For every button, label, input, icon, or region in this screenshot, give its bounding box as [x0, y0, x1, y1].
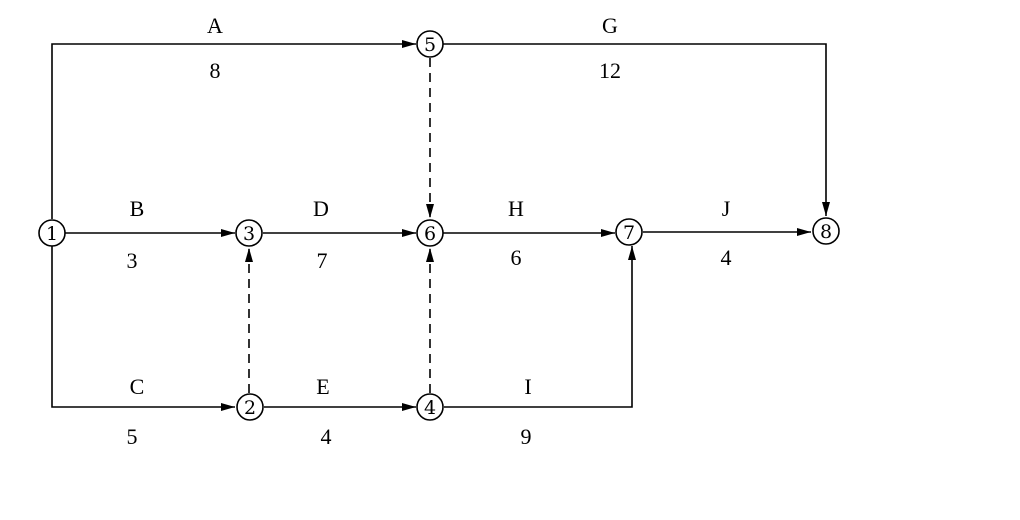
activity-D-duration: 7	[317, 248, 328, 273]
node-2-label: 2	[244, 397, 256, 419]
node-8: 8	[812, 217, 840, 245]
activity-A-name: A	[207, 13, 223, 38]
node-7-label: 7	[623, 222, 635, 244]
activity-A-duration: 8	[210, 58, 221, 83]
node-1-label: 1	[46, 223, 58, 245]
activity-E-name: E	[316, 374, 329, 399]
activity-B-name: B	[130, 196, 145, 221]
arrow-I	[444, 246, 636, 408]
node-3: 3	[235, 219, 263, 247]
node-4-label: 4	[424, 397, 436, 419]
activity-I-duration: 9	[521, 424, 532, 449]
activity-D-name: D	[313, 196, 329, 221]
activity-H-duration: 6	[511, 245, 522, 270]
activity-E-duration: 4	[321, 424, 332, 449]
activity-J-duration: 4	[721, 245, 732, 270]
node-4: 4	[416, 393, 444, 421]
arrow-C	[51, 246, 235, 411]
node-5: 5	[416, 30, 444, 58]
activity-H-name: H	[508, 196, 524, 221]
node-1: 1	[38, 219, 66, 247]
activity-J-name: J	[722, 196, 731, 221]
node-7: 7	[615, 218, 643, 246]
node-6: 6	[416, 219, 444, 247]
arrow-A	[51, 40, 416, 219]
node-5-label: 5	[424, 34, 436, 56]
node-2: 2	[236, 393, 264, 421]
node-3-label: 3	[243, 223, 255, 245]
arrow-G	[443, 43, 830, 216]
activity-I-name: I	[524, 374, 531, 399]
activity-G-duration: 12	[599, 58, 621, 83]
activity-B-duration: 3	[127, 248, 138, 273]
activity-G-name: G	[602, 13, 618, 38]
activity-C-name: C	[130, 374, 145, 399]
node-6-label: 6	[424, 223, 436, 245]
activity-C-duration: 5	[127, 424, 138, 449]
node-8-label: 8	[820, 221, 832, 243]
